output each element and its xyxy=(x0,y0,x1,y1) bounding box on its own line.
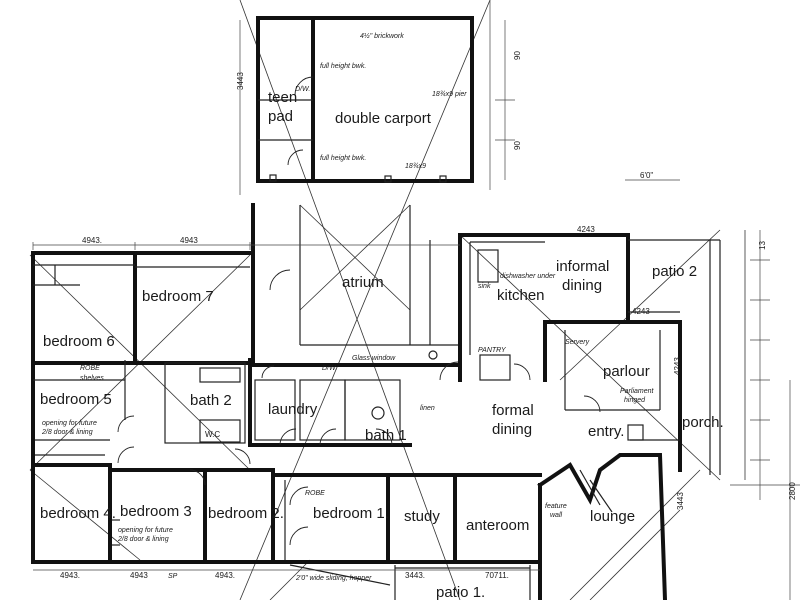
south-wing xyxy=(273,453,668,600)
note-pantry: PANTRY xyxy=(478,347,507,354)
room-label-teen-pad-line2: pad xyxy=(268,108,293,125)
room-label-bedroom-5: bedroom 5 xyxy=(40,391,112,408)
room-label-formal-dining-line2: dining xyxy=(492,421,532,438)
dimension-labels: 4943. 4943 4243 4243 4943. 4943 4943. 34… xyxy=(60,51,797,580)
room-label-informal-dining-line1: informal xyxy=(556,258,609,275)
note-linen: linen xyxy=(420,405,435,412)
room-label-bedroom-6: bedroom 6 xyxy=(43,333,115,350)
room-label-anteroom: anteroom xyxy=(466,517,529,534)
dim-label-13: 13 xyxy=(758,241,767,250)
note-full-height-top: full height bwk. xyxy=(320,63,366,70)
note-opening-b3-line2: 2/8 door & lining xyxy=(117,536,169,543)
room-label-double-carport: double carport xyxy=(335,110,432,127)
dim-label-4243-patio: 4243 xyxy=(632,307,650,316)
note-dw: D/W. xyxy=(322,365,337,372)
dim-label-4943-bot-left: 4943. xyxy=(60,571,80,580)
note-brickwork: 4½" brickwork xyxy=(360,32,404,40)
dim-label-90-a: 90 xyxy=(513,51,522,60)
dim-label-70711: 70711. xyxy=(485,571,509,580)
note-servery: Servery xyxy=(565,339,590,346)
note-sliding-doors: 2'0" wide sliding, hopper xyxy=(295,575,372,582)
room-label-teen-pad-line1: teen xyxy=(268,89,297,106)
note-opening-b3-line1: opening for future xyxy=(118,527,173,534)
note-parliament: Parliament xyxy=(620,388,655,395)
room-label-patio-1: patio 1. xyxy=(436,584,485,600)
room-label-wc: W.C xyxy=(205,430,220,439)
carport-block xyxy=(239,0,515,195)
room-label-entry: entry. xyxy=(588,423,624,440)
note-sink: sink xyxy=(478,283,491,290)
room-label-informal-dining-line2: dining xyxy=(562,277,602,294)
note-feature: feature xyxy=(545,503,567,510)
dim-label-2800: 2800 xyxy=(788,482,797,500)
dim-label-4243-right: 4243 xyxy=(673,357,682,375)
room-label-bedroom-4: bedroom 4. xyxy=(40,505,116,522)
room-label-bedroom-3: bedroom 3 xyxy=(120,503,192,520)
roof-hip-lines xyxy=(29,0,746,600)
dim-label-4943-top-mid: 4943 xyxy=(180,236,198,245)
note-opening-b5-line2: 2/8 door & lining xyxy=(41,429,93,436)
note-wall: wall xyxy=(550,512,563,519)
dimension-lines xyxy=(32,179,800,600)
room-label-lounge: lounge xyxy=(590,508,635,525)
note-beam: 18¾x9 xyxy=(405,163,426,170)
dim-label-90-b: 90 xyxy=(513,141,522,150)
east-wing xyxy=(461,233,721,475)
room-label-kitchen: kitchen xyxy=(497,287,545,304)
room-label-bedroom-1: bedroom 1. xyxy=(313,505,389,522)
dim-label-4943-top-left: 4943. xyxy=(82,236,102,245)
room-label-laundry: laundry xyxy=(268,401,318,418)
dim-label-4943-bot-mid: 4943 xyxy=(130,571,148,580)
note-robe-bedroom-1: ROBE xyxy=(305,490,325,497)
room-label-bath-1: bath 1 xyxy=(365,427,407,444)
room-label-atrium: atrium xyxy=(342,274,384,291)
note-shelves: shelves xyxy=(80,375,104,382)
room-label-parlour: parlour xyxy=(603,363,650,380)
note-glass: Glass window xyxy=(352,355,396,362)
note-dishwasher: dishwasher under xyxy=(500,273,556,280)
annotation-notes: 4½" brickwork full height bwk. full heig… xyxy=(41,32,655,582)
atrium-walls xyxy=(251,203,462,382)
room-label-bedroom-7: bedroom 7 xyxy=(142,288,214,305)
dim-label-6-0: 6'0" xyxy=(640,171,653,180)
dim-label-4243-kitchen: 4243 xyxy=(577,225,595,234)
room-label-bath-2: bath 2 xyxy=(190,392,232,409)
room-label-bedroom-2: bedroom 2. xyxy=(208,505,284,522)
note-dw-top: D/W. xyxy=(295,86,310,93)
room-label-formal-dining-line1: formal xyxy=(492,402,534,419)
room-labels: teen pad double carport atrium bedroom 7… xyxy=(40,89,724,600)
dim-label-4943-bot-right: 4943. xyxy=(215,571,235,580)
note-robe: ROBE xyxy=(80,365,100,372)
note-opening-b5-line1: opening for future xyxy=(42,420,97,427)
note-full-height-bottom: full height bwk. xyxy=(320,155,366,162)
room-label-patio-2: patio 2 xyxy=(652,263,697,280)
note-pier: 18¾x9 pier xyxy=(432,91,467,98)
service-core xyxy=(164,358,462,447)
note-hinged: hinged xyxy=(624,397,646,404)
dim-label-3443-carport: 3443 xyxy=(236,72,245,90)
room-label-study: study xyxy=(404,508,440,525)
dim-label-3443-bot: 3443. xyxy=(405,571,425,580)
room-label-porch: porch. xyxy=(682,414,724,431)
dim-label-3443-right: 3443 xyxy=(676,492,685,510)
note-sp: SP xyxy=(168,573,178,580)
